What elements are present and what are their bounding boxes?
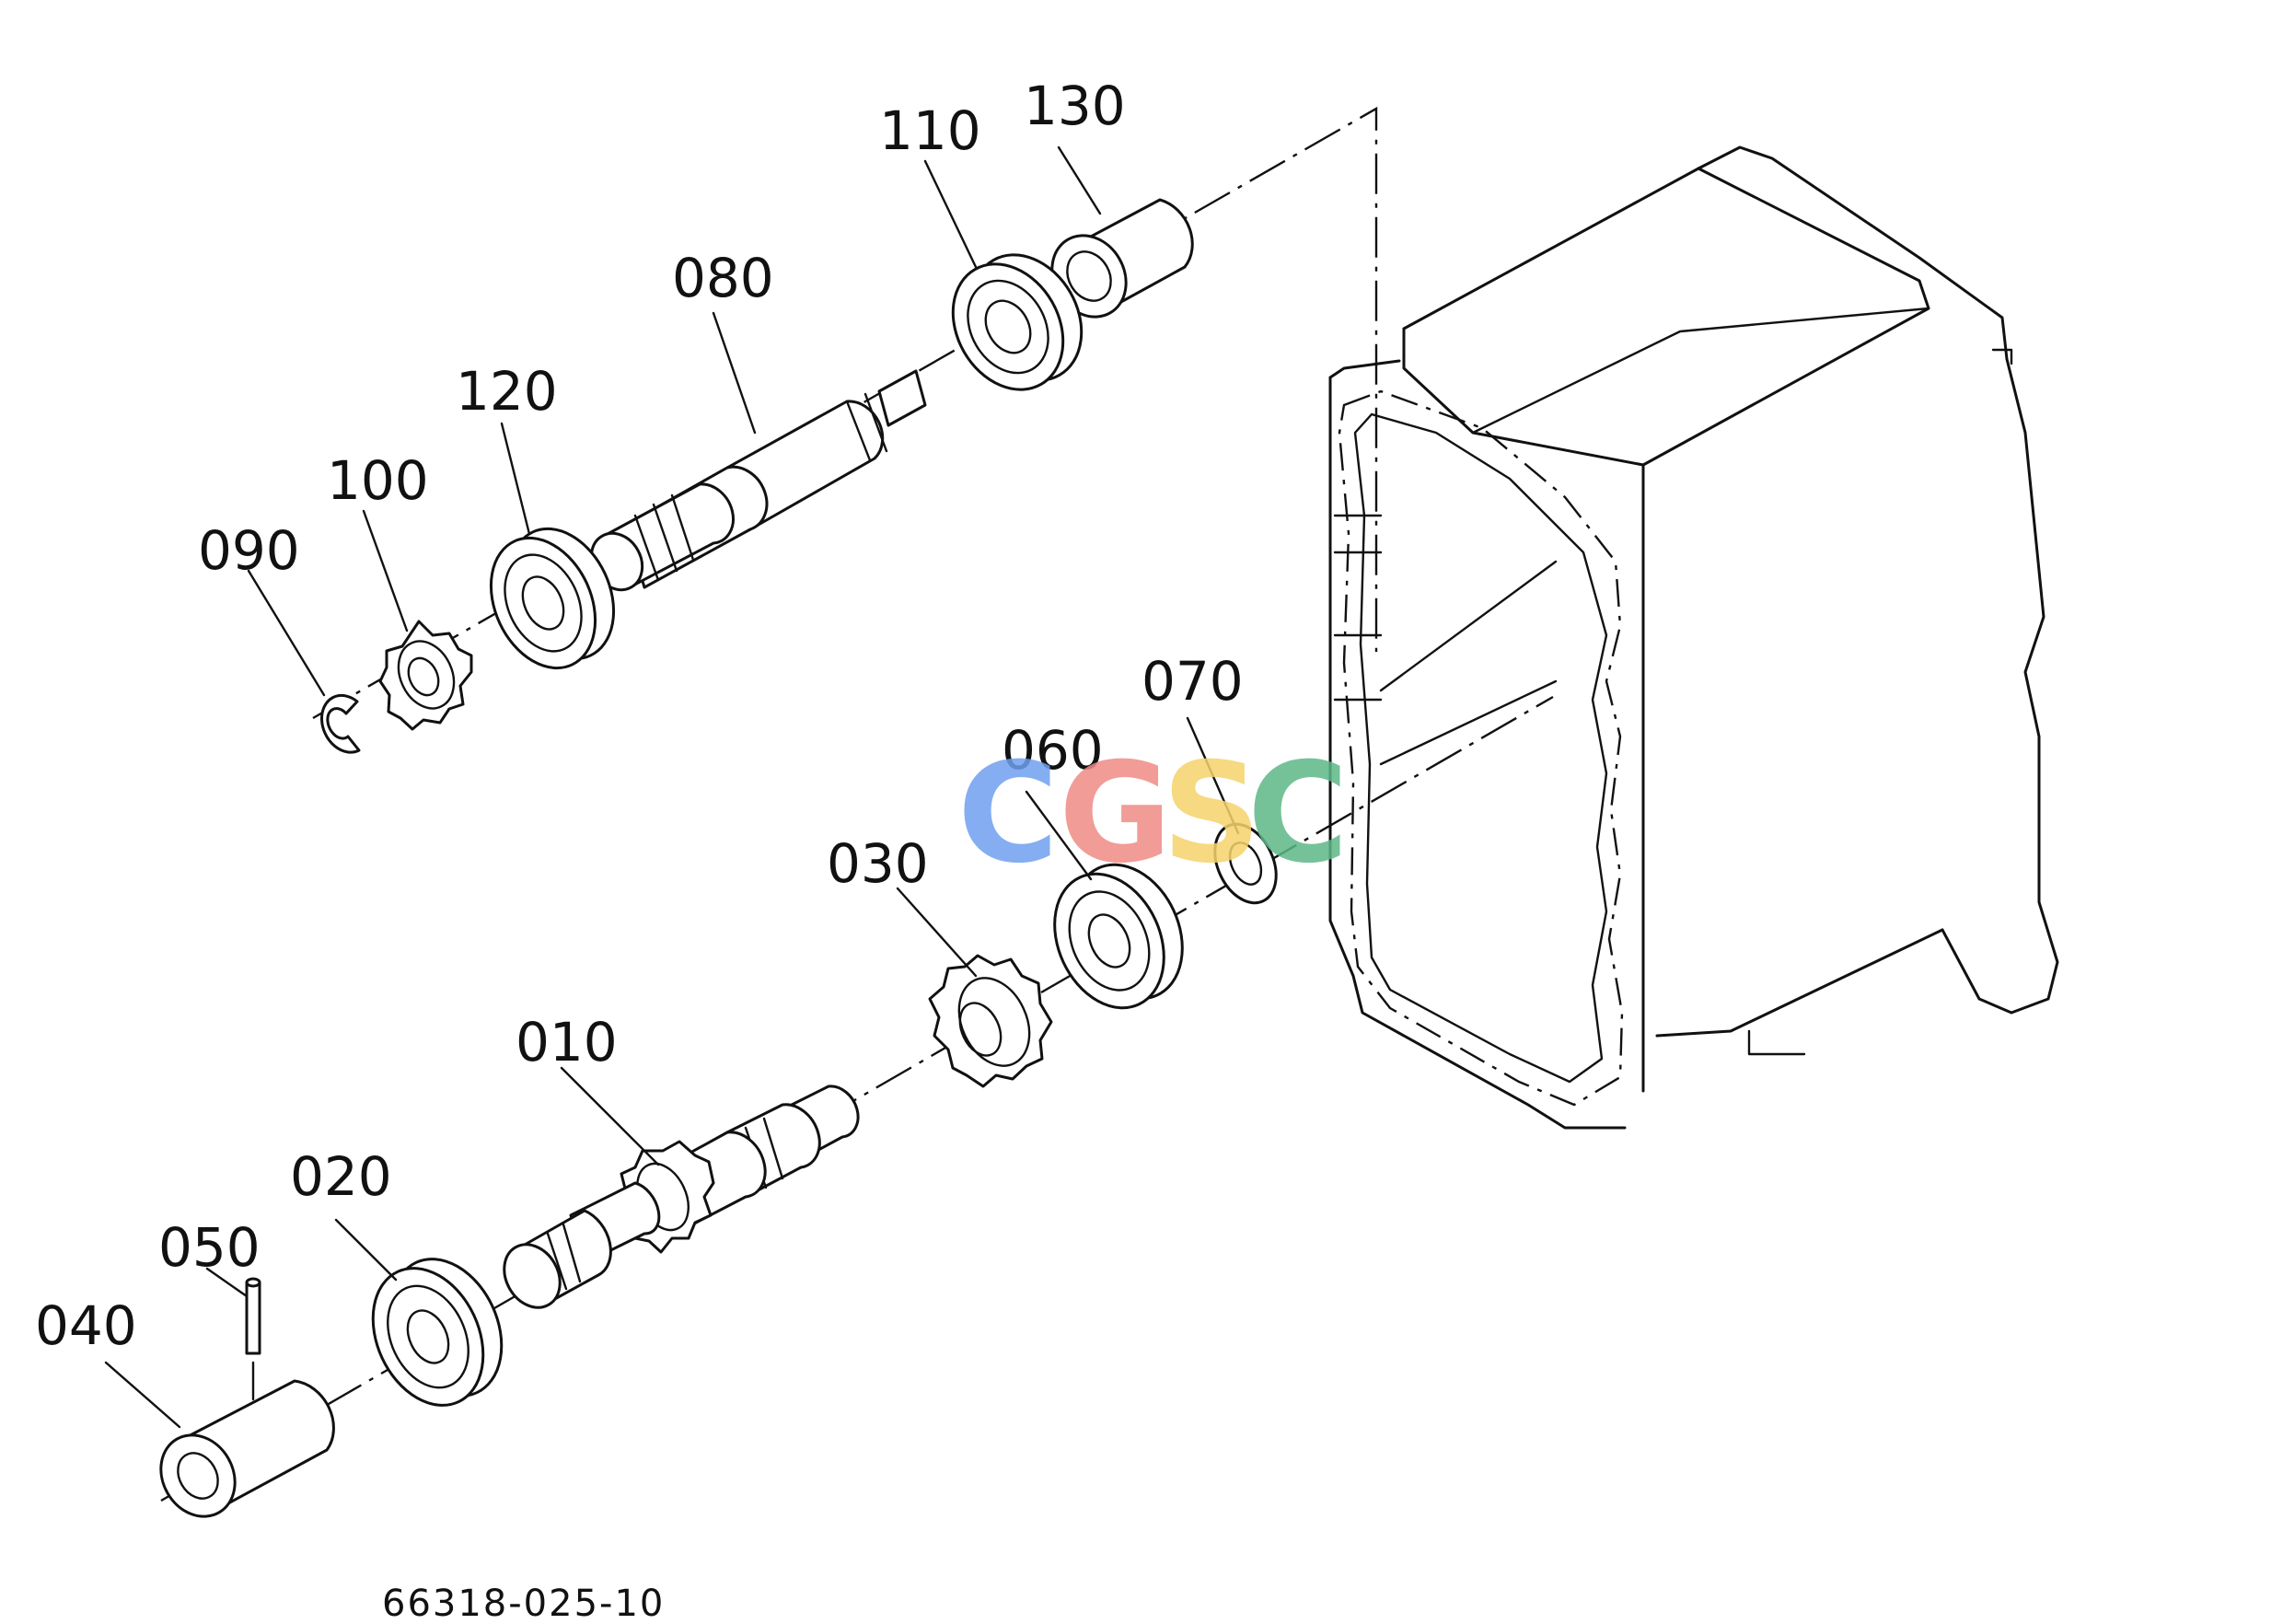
part-020-bearing [371, 1258, 504, 1407]
callout-120: 120 [456, 360, 558, 423]
callout-labels: 130 110 080 120 100 090 070 060 030 010 … [35, 75, 1244, 1357]
watermark-letter-3: S [1162, 734, 1261, 894]
part-070-washer [1213, 822, 1278, 905]
leader-lines [104, 145, 1240, 1429]
part-060-bearing [1053, 863, 1184, 1010]
part-110-bearing [951, 253, 1084, 391]
transmission-housing [1328, 145, 2059, 1130]
part-030-gear [928, 954, 1053, 1088]
upper-shaft-assembly [320, 198, 1194, 754]
callout-010: 010 [516, 1011, 618, 1073]
part-050-pin [245, 1277, 262, 1422]
callout-090: 090 [198, 519, 300, 582]
callout-110: 110 [879, 99, 981, 162]
part-090-snap-ring [320, 693, 361, 754]
part-120-bearing [489, 527, 616, 670]
callout-040: 040 [35, 1294, 137, 1357]
part-080-shaft [589, 369, 927, 592]
part-040-coupling [159, 1379, 335, 1518]
callout-050: 050 [158, 1216, 261, 1279]
callout-020: 020 [290, 1145, 392, 1208]
watermark-letter-4: C [1247, 734, 1349, 894]
watermark-letter-1: C [957, 734, 1059, 894]
callout-060: 060 [1002, 719, 1104, 782]
callout-070: 070 [1142, 650, 1244, 713]
drawing-code: 66318-025-10 [382, 1583, 665, 1624]
part-100-gear [378, 620, 473, 731]
watermark-logo: C G S C [957, 734, 1349, 894]
callout-130: 130 [1024, 75, 1126, 137]
callout-030: 030 [827, 832, 929, 895]
part-010-shaft [503, 1085, 860, 1309]
callout-080: 080 [672, 247, 774, 309]
callout-100: 100 [327, 449, 429, 512]
watermark-letter-2: G [1059, 734, 1172, 894]
lower-shaft-assembly [159, 822, 1278, 1518]
